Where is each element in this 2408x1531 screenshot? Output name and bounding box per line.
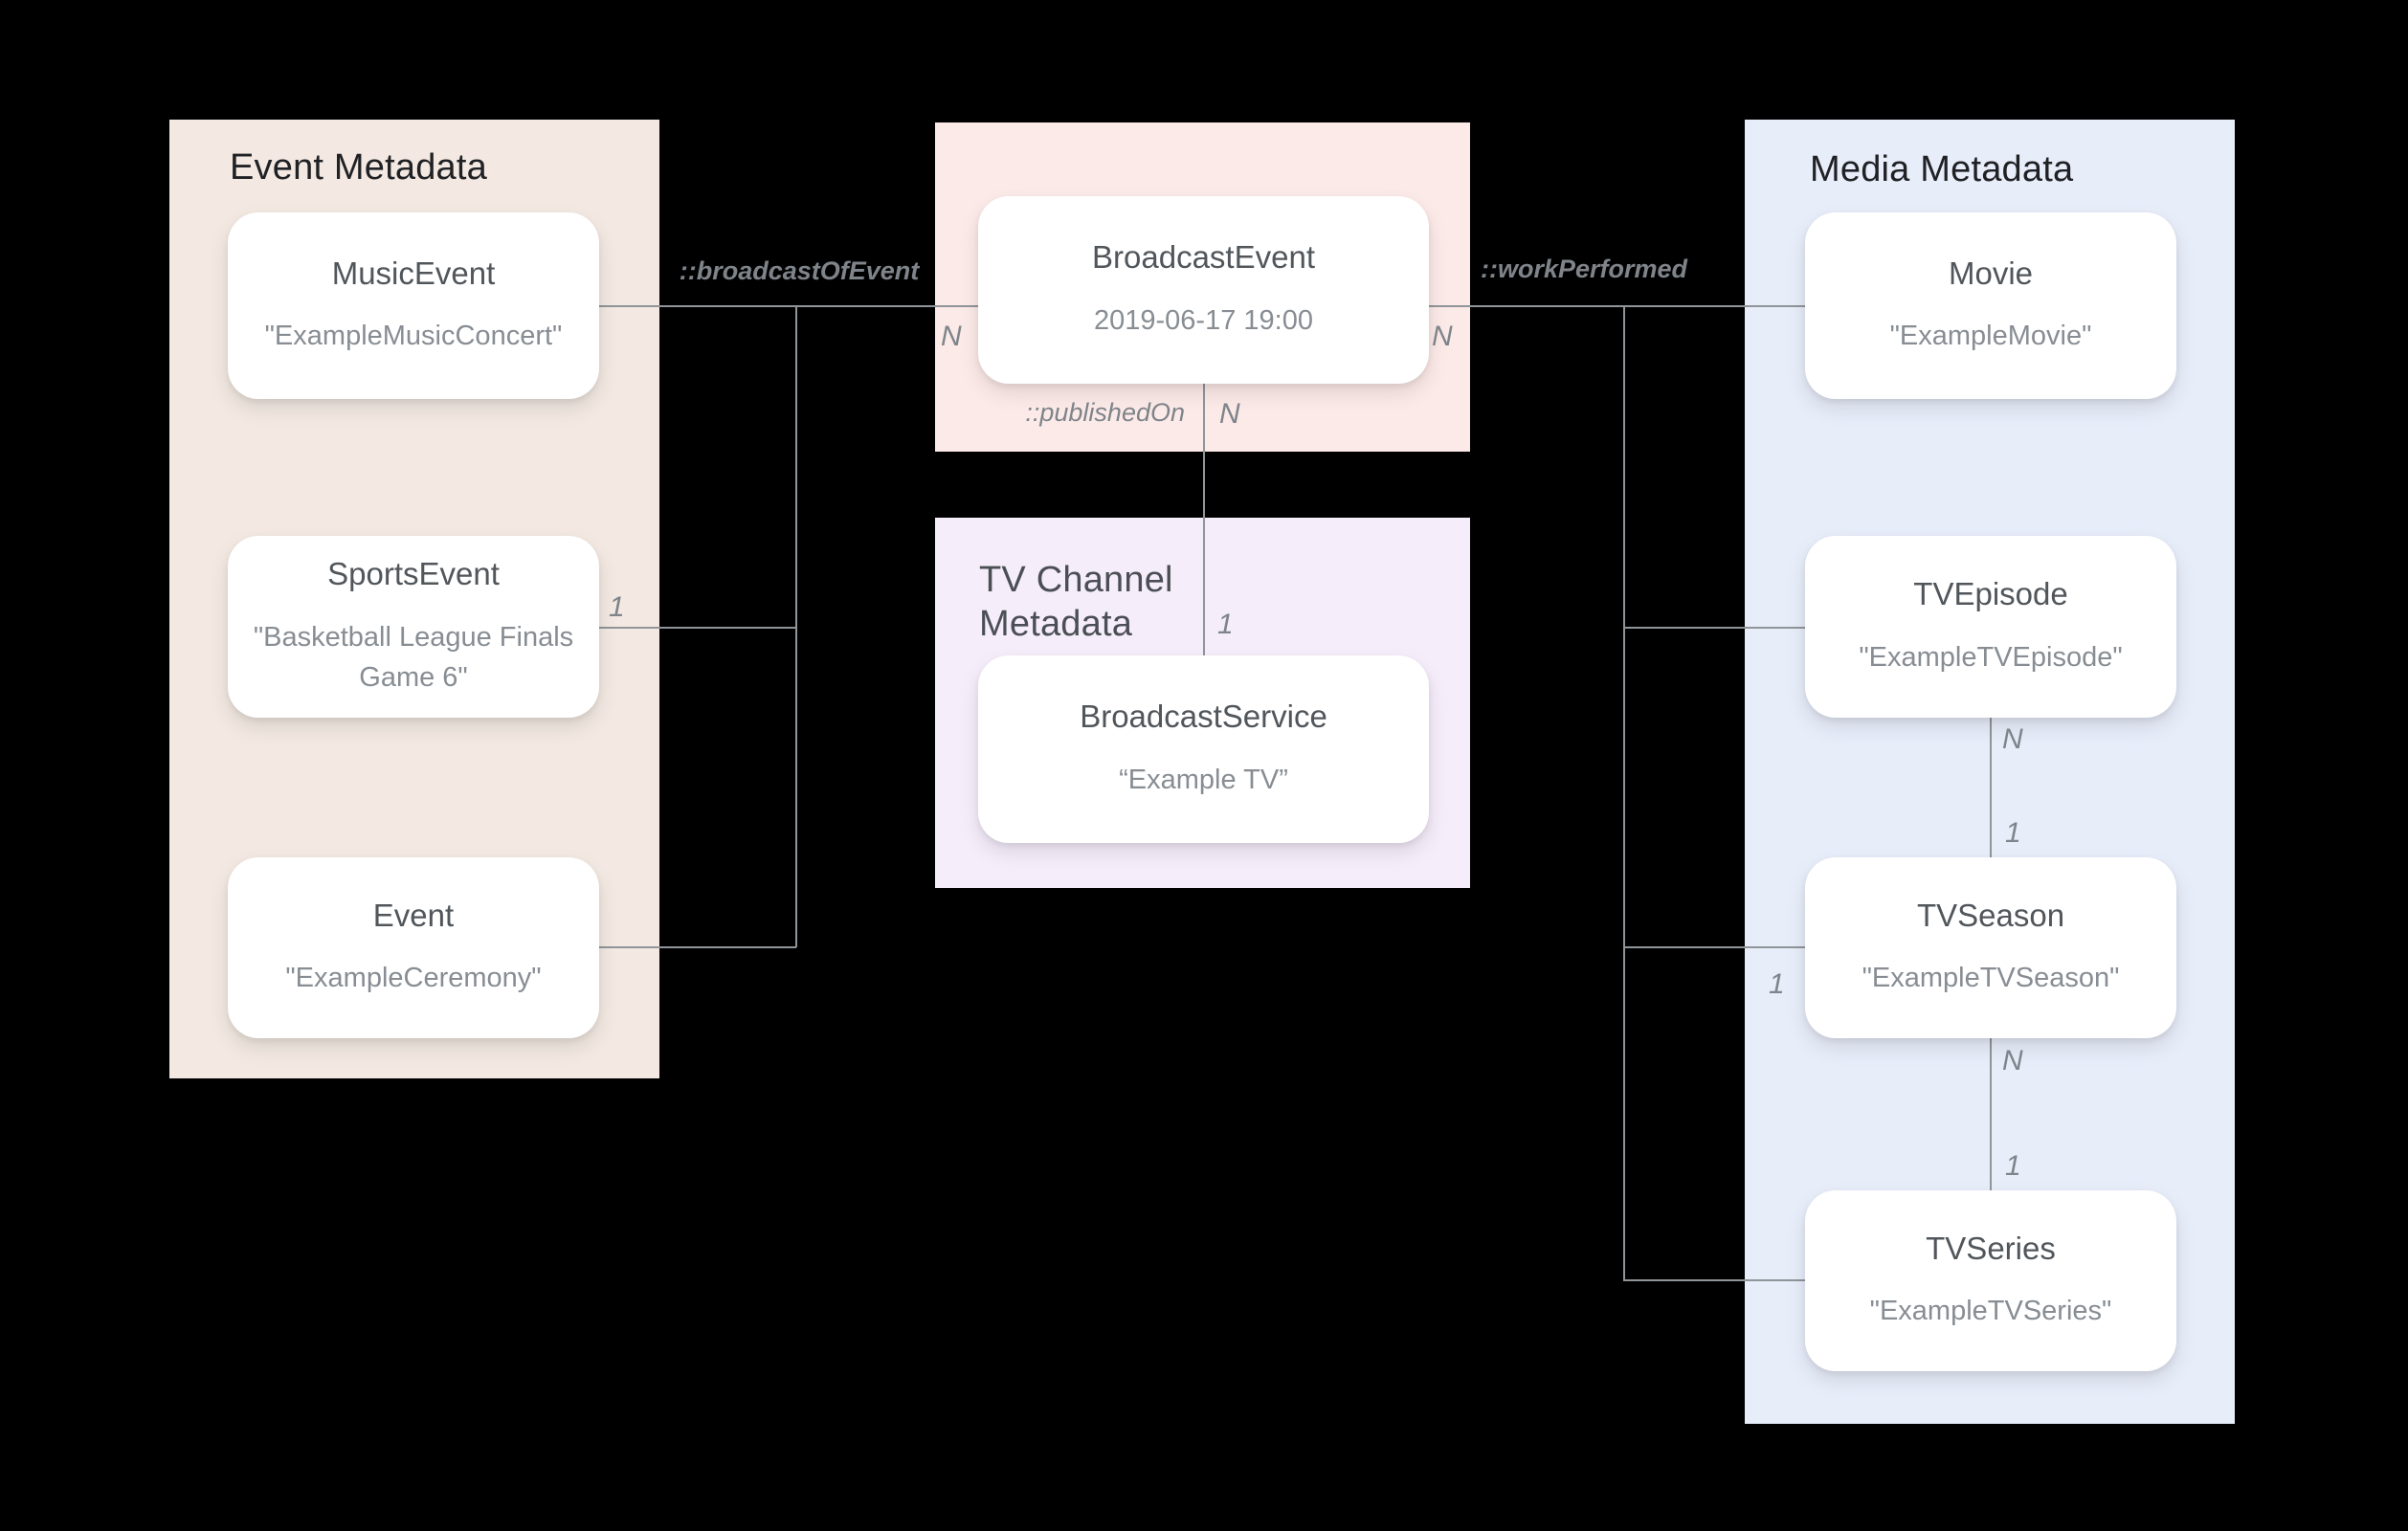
broadcast-event-card: BroadcastEvent 2019-06-17 19:00 <box>978 196 1429 384</box>
cardinality-published-on-n: N <box>1219 398 1240 430</box>
sports-event-title: SportsEvent <box>327 555 500 591</box>
tv-series-value: "ExampleTVSeries" <box>1869 1296 2112 1327</box>
cardinality-season-stub-1: 1 <box>1769 968 1785 1000</box>
cardinality-sports-1: 1 <box>609 591 625 623</box>
cardinality-service-1: 1 <box>1217 609 1234 640</box>
media-metadata-panel-title: Media Metadata <box>1810 149 2074 189</box>
movie-card: Movie "ExampleMovie" <box>1805 212 2176 399</box>
broadcast-event-value: 2019-06-17 19:00 <box>1094 304 1313 336</box>
music-event-title: MusicEvent <box>331 255 496 291</box>
sports-event-value: "Basketball League Finals Game 6" <box>253 621 574 693</box>
music-event-card: MusicEvent "ExampleMusicConcert" <box>228 212 599 399</box>
event-card: Event "ExampleCeremony" <box>228 857 599 1038</box>
broadcast-event-title: BroadcastEvent <box>1092 239 1315 275</box>
tv-episode-value: "ExampleTVEpisode" <box>1859 641 2123 673</box>
tv-season-title: TVSeason <box>1916 897 2065 933</box>
cardinality-episode-season-n: N <box>2002 723 2023 755</box>
cardinality-broadcast-right-n: N <box>1432 321 1453 352</box>
tv-series-card: TVSeries "ExampleTVSeries" <box>1805 1190 2176 1371</box>
tv-episode-title: TVEpisode <box>1913 576 2068 611</box>
movie-title: Movie <box>1948 255 2034 291</box>
movie-value: "ExampleMovie" <box>1889 321 2092 352</box>
event-title: Event <box>372 897 455 933</box>
published-on-label: ::publishedOn <box>1025 398 1185 427</box>
broadcast-of-event-label: ::broadcastOfEvent <box>679 256 920 285</box>
cardinality-season-series-n: N <box>2002 1045 2023 1076</box>
sports-event-card: SportsEvent "Basketball League Finals Ga… <box>228 536 599 718</box>
tv-series-title: TVSeries <box>1926 1230 2056 1266</box>
cardinality-broadcast-left-n: N <box>941 321 962 352</box>
tv-season-card: TVSeason "ExampleTVSeason" <box>1805 857 2176 1038</box>
tv-episode-card: TVEpisode "ExampleTVEpisode" <box>1805 536 2176 718</box>
cardinality-season-series-1: 1 <box>2005 1150 2021 1182</box>
broadcast-service-title: BroadcastService <box>1080 699 1327 734</box>
event-value: "ExampleCeremony" <box>285 963 542 994</box>
tv-channel-metadata-panel-title: TV Channel Metadata <box>979 560 1173 645</box>
event-metadata-panel-title: Event Metadata <box>230 147 487 188</box>
cardinality-episode-season-1: 1 <box>2005 817 2021 849</box>
music-event-value: "ExampleMusicConcert" <box>264 321 563 352</box>
tv-season-value: "ExampleTVSeason" <box>1862 963 2120 994</box>
broadcast-service-card: BroadcastService “Example TV” <box>978 655 1429 843</box>
broadcast-service-value: “Example TV” <box>1119 764 1288 795</box>
work-performed-label: ::workPerformed <box>1480 255 1688 283</box>
